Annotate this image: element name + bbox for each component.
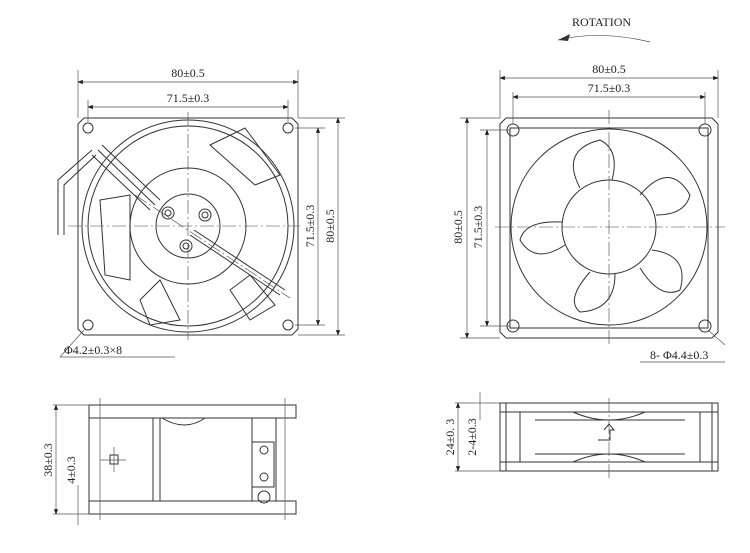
left-side-view: 38±0.3 4±0.3: [41, 398, 297, 525]
dim-width-outer: 80±0.5: [592, 62, 626, 76]
mount-hole: [82, 122, 294, 331]
right-side-view: 24±0. 3 2-4±0.3: [443, 392, 719, 478]
rotation-arrow-icon: [557, 35, 651, 43]
dim-width-hole: 71.5±0.3: [167, 91, 210, 105]
dim-height-outer: 80±0.5: [323, 209, 337, 243]
dim-flange: 4±0.3: [64, 456, 78, 484]
right-front-view: ROTATION 80±0.5 71.5±0.3 80±0.5 71.5±0.3…: [451, 15, 726, 363]
dim-width-outer: 80±0.5: [171, 66, 205, 80]
dim-height-hole: 71.5±0.3: [303, 205, 317, 248]
dim-depth: 24±0. 3: [443, 419, 457, 456]
airflow-arrow-icon: [598, 423, 616, 441]
dim-width-hole: 71.5±0.3: [588, 81, 631, 95]
hole-note: 8- Φ4.4±0.3: [650, 348, 708, 362]
dim-flange: 2-4±0.3: [465, 418, 479, 456]
hole-note: Φ4.2±0.3×8: [64, 343, 122, 357]
dim-height-outer: 80±0.5: [451, 210, 465, 244]
dim-height-hole: 71.5±0.3: [471, 206, 485, 249]
dim-depth: 38±0.3: [41, 443, 55, 477]
rotation-label: ROTATION: [572, 15, 631, 29]
left-front-view: 80±0.5 71.5±0.3 71.5±0.3 80±0.5 Φ4.2±0.3…: [57, 66, 345, 358]
